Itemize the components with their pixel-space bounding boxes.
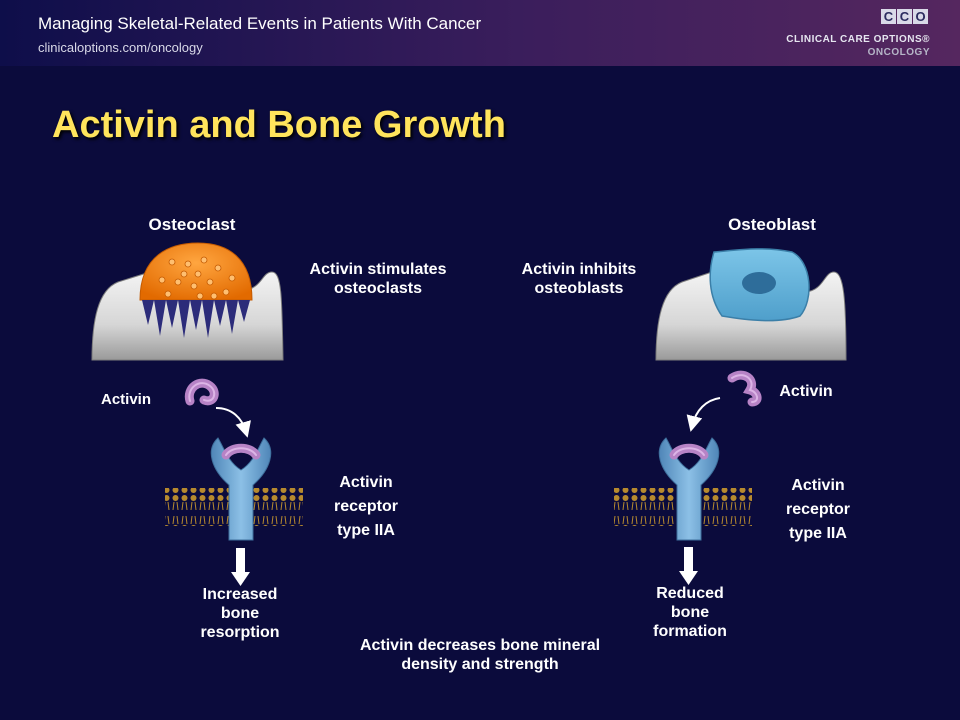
cco-logo: C C O bbox=[880, 9, 928, 24]
logo-letter: C bbox=[881, 9, 896, 24]
osteoclast-effect-text: Activin stimulates osteoclasts bbox=[309, 261, 447, 297]
osteoclast-label: Osteoclast bbox=[148, 215, 236, 234]
outcome-left: Increased bone resorption bbox=[200, 586, 280, 641]
summary-text: Activin decreases bone mineral density a… bbox=[359, 637, 601, 673]
activin-label-left: Activin bbox=[100, 391, 151, 408]
binding-arrow-right bbox=[686, 397, 721, 432]
receptor-label-left: Activin receptor type IIA bbox=[333, 474, 399, 539]
brand-name: CLINICAL CARE OPTIONS® bbox=[786, 34, 930, 45]
activin-free-left bbox=[184, 378, 219, 406]
activin-free-right bbox=[727, 370, 762, 407]
slide-title: Activin and Bone Growth bbox=[52, 104, 506, 146]
receptor-label-right: Activin receptor type IIA bbox=[785, 477, 851, 542]
receptor-right bbox=[658, 437, 720, 541]
osteoblast-effect-text: Activin inhibits osteoblasts bbox=[521, 261, 637, 297]
brand-subname: ONCOLOGY bbox=[867, 47, 930, 58]
osteoblast-label: Osteoblast bbox=[728, 215, 816, 234]
logo-letter: O bbox=[913, 9, 928, 24]
header-bar: Managing Skeletal-Related Events in Pati… bbox=[0, 0, 960, 66]
presentation-title: Managing Skeletal-Related Events in Pati… bbox=[38, 14, 482, 33]
down-arrow-right bbox=[679, 547, 698, 585]
binding-arrow-left bbox=[215, 407, 251, 438]
osteoblast-cell bbox=[709, 248, 810, 322]
activin-bound-right bbox=[669, 443, 709, 460]
logo-letter: C bbox=[897, 9, 912, 24]
receptor-left bbox=[210, 437, 272, 541]
activin-label-right: Activin bbox=[779, 383, 833, 400]
presentation-url: clinicaloptions.com/oncology bbox=[38, 40, 203, 55]
activin-bound-left bbox=[221, 443, 261, 460]
outcome-right: Reduced bone formation bbox=[653, 585, 727, 640]
osteoclast-cell bbox=[139, 242, 253, 338]
down-arrow-left bbox=[231, 548, 250, 586]
